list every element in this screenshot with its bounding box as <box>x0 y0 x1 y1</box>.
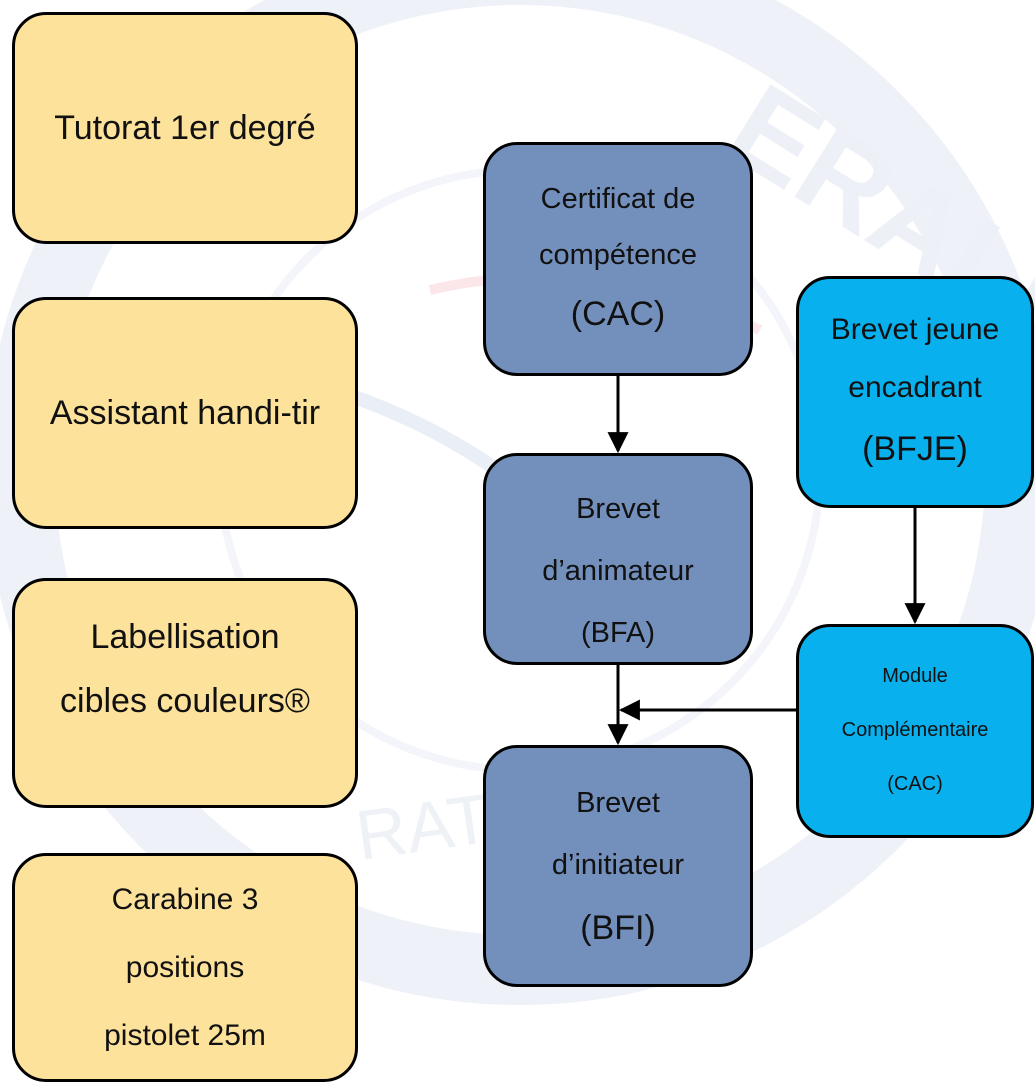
box-cac-line2: compétence <box>539 239 697 271</box>
box-label-line2: cibles couleurs® <box>60 682 310 720</box>
box-tutorat-label: Tutorat 1er degré <box>54 108 316 147</box>
box-bfa-line1: Brevet <box>576 493 660 525</box>
box-module-line1: Module <box>882 665 948 687</box>
box-carabine: Carabine 3 positions pistolet 25m <box>12 853 358 1082</box>
box-carabine-line1: Carabine 3 <box>111 882 259 916</box>
box-bfje-line3: (BFJE) <box>862 430 968 468</box>
box-label-line1: Labellisation <box>90 618 280 656</box>
box-cac-line1: Certificat de <box>540 183 696 215</box>
box-bfa-line2: d’animateur <box>542 555 694 587</box>
box-brevet-animateur: Brevet d’animateur (BFA) <box>483 453 753 665</box>
box-handi-label: Assistant handi-tir <box>49 393 321 432</box>
box-bfje-line1: Brevet jeune <box>830 313 1000 346</box>
box-bfi-line2: d’initiateur <box>551 849 685 881</box>
box-assistant-handi-tir: Assistant handi-tir <box>12 297 358 529</box>
box-certificat-competence: Certificat de compétence (CAC) <box>483 142 753 376</box>
box-labellisation: Labellisation cibles couleurs® <box>12 578 358 808</box>
box-module-line3: (CAC) <box>887 773 943 795</box>
box-cac-line3: (CAC) <box>570 295 666 333</box>
box-bfi-line1: Brevet <box>576 787 660 819</box>
box-brevet-jeune-encadrant: Brevet jeune encadrant (BFJE) <box>796 276 1034 508</box>
box-bfa-line3: (BFA) <box>580 617 656 649</box>
box-carabine-line2: positions <box>125 950 245 984</box>
box-bfi-line3: (BFI) <box>580 909 656 947</box>
box-module-line2: Complémentaire <box>841 719 989 741</box>
box-tutorat: Tutorat 1er degré <box>12 12 358 244</box>
box-carabine-line3: pistolet 25m <box>104 1018 266 1052</box>
box-brevet-initiateur: Brevet d’initiateur (BFI) <box>483 745 753 987</box>
box-module-complementaire: Module Complémentaire (CAC) <box>796 624 1034 838</box>
box-bfje-line2: encadrant <box>848 371 982 404</box>
